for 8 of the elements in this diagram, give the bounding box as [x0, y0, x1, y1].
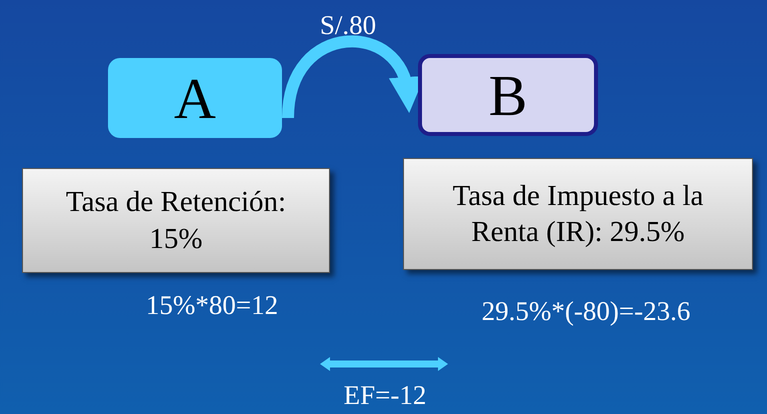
formula-text: 29.5%*(-80)=-23.6 [482, 296, 690, 327]
letter-box: A [108, 58, 282, 138]
letter-box: B [418, 54, 598, 136]
formula-text: 15%*80=12 [146, 290, 278, 321]
edge-label: S/.80 [320, 10, 376, 41]
formula-text: EF=-12 [344, 380, 426, 411]
text-box: Tasa de Impuesto a la Renta (IR): 29.5% [403, 158, 753, 270]
text-box: Tasa de Retención: 15% [22, 168, 330, 273]
